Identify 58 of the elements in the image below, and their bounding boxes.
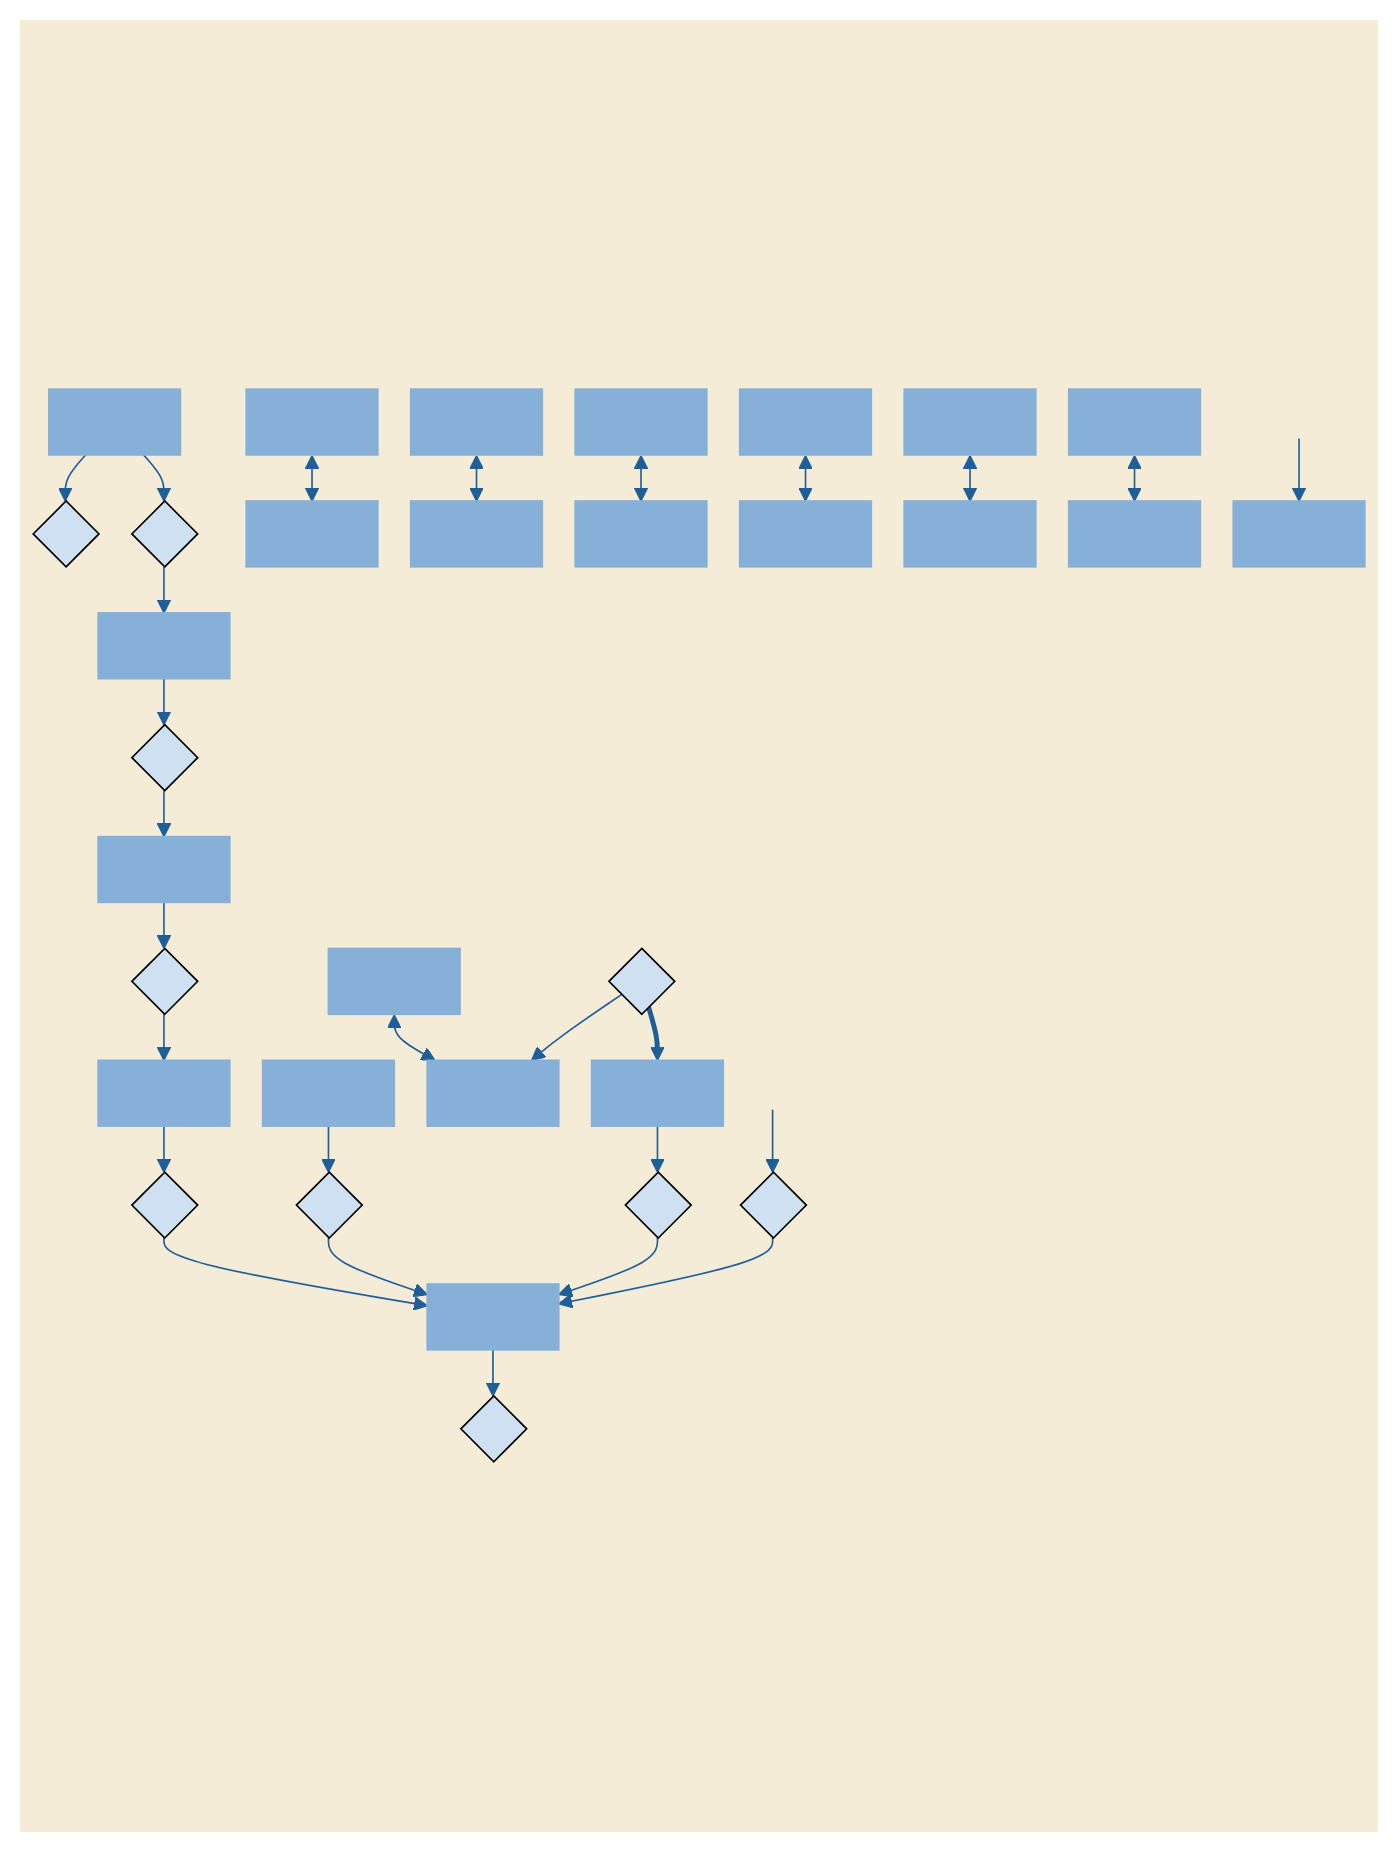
node-box	[903, 500, 1037, 569]
arrow	[962, 455, 978, 503]
node-diamond	[130, 947, 199, 1016]
node-box	[590, 1060, 725, 1128]
node-box	[1067, 500, 1202, 569]
arrow	[156, 790, 172, 838]
node-box	[426, 1283, 560, 1352]
arrow	[485, 1349, 501, 1398]
node-box	[327, 948, 461, 1016]
node-box	[1067, 388, 1202, 457]
arrow	[163, 1237, 428, 1312]
node-diamond	[130, 1171, 199, 1240]
node-box	[409, 388, 544, 457]
node-diamond	[607, 947, 676, 1016]
node-box	[738, 500, 873, 569]
arrow	[765, 1109, 780, 1174]
arrow	[156, 1014, 172, 1062]
node-box	[574, 500, 708, 569]
node-box	[1232, 500, 1366, 569]
node-box	[245, 500, 379, 569]
arrow	[321, 1125, 336, 1174]
node-diamond	[32, 500, 101, 569]
arrow	[650, 1125, 665, 1174]
arrow	[558, 1237, 774, 1309]
arrow	[156, 902, 172, 950]
node-diamond	[130, 500, 199, 569]
node-box	[261, 1060, 396, 1128]
node-diamond	[130, 724, 199, 793]
arrow	[633, 455, 649, 503]
arrow	[469, 455, 484, 503]
node-box	[738, 388, 873, 457]
node-box	[47, 388, 182, 457]
arrow	[646, 1006, 665, 1062]
node-box	[426, 1060, 560, 1128]
node-box	[97, 836, 231, 904]
arrow	[798, 455, 813, 503]
node-box	[97, 1060, 231, 1128]
node-box	[574, 388, 708, 457]
arrow	[304, 455, 320, 503]
node-diamond	[295, 1171, 364, 1240]
arrow	[1127, 455, 1142, 503]
node-box	[97, 612, 231, 681]
arrow	[1291, 438, 1307, 503]
arrow	[531, 994, 623, 1062]
arrow	[156, 1125, 172, 1174]
arrow	[58, 454, 87, 503]
arrow	[387, 1014, 436, 1062]
arrow	[142, 454, 172, 503]
arrow	[156, 566, 172, 615]
node-diamond	[459, 1395, 528, 1464]
node-diamond	[624, 1171, 693, 1240]
node-box	[245, 388, 379, 457]
arrow	[558, 1237, 659, 1298]
arrow	[327, 1237, 428, 1298]
node-diamond	[739, 1171, 808, 1240]
arrow	[156, 678, 172, 726]
node-box	[903, 388, 1037, 457]
node-box	[409, 500, 544, 569]
